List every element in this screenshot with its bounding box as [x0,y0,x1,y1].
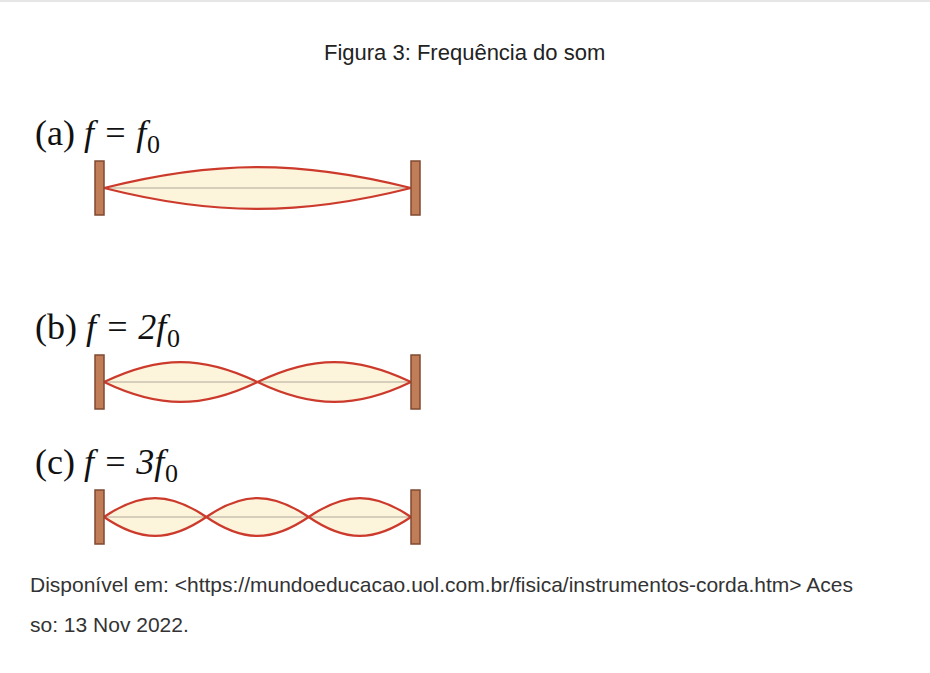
string-curve [309,498,411,517]
fixed-end-post [411,490,420,544]
frequency-formula: f = 3f [84,441,164,483]
loop-fill [104,167,411,209]
string-curve [206,498,308,517]
vibrating-string [95,490,420,544]
string-curve [104,498,206,517]
source-caption: Disponível em: <https://mundoeducacao.uo… [30,565,860,645]
fixed-end-post [95,490,104,544]
rest-line [104,187,411,189]
frequency-formula: f = 2f [86,306,166,348]
vibrating-string [95,355,420,409]
part-letter: (c) [35,441,75,483]
fixed-end-post [411,355,420,409]
string-curve [206,517,308,536]
string-curve [104,362,258,382]
vibrating-string [95,161,420,215]
subscript-zero: 0 [167,324,180,354]
fixed-end-post [95,355,104,409]
frame-line [0,0,930,2]
rest-line [104,516,411,518]
string-curve [309,517,411,536]
frequency-formula: f = f [84,112,146,154]
fixed-end-post [411,161,420,215]
part-letter: (a) [35,112,75,154]
part-letter: (b) [35,306,77,348]
fixed-end-post [95,161,104,215]
string-curve [104,382,258,402]
string-curve [104,188,411,209]
string-curve [258,382,412,402]
string-curve [258,362,412,382]
subscript-zero: 0 [165,459,178,489]
subscript-zero: 0 [147,130,160,160]
figure-title: Figura 3: Frequência do som [324,40,605,66]
string-curve [104,167,411,188]
string-curve [104,517,206,536]
